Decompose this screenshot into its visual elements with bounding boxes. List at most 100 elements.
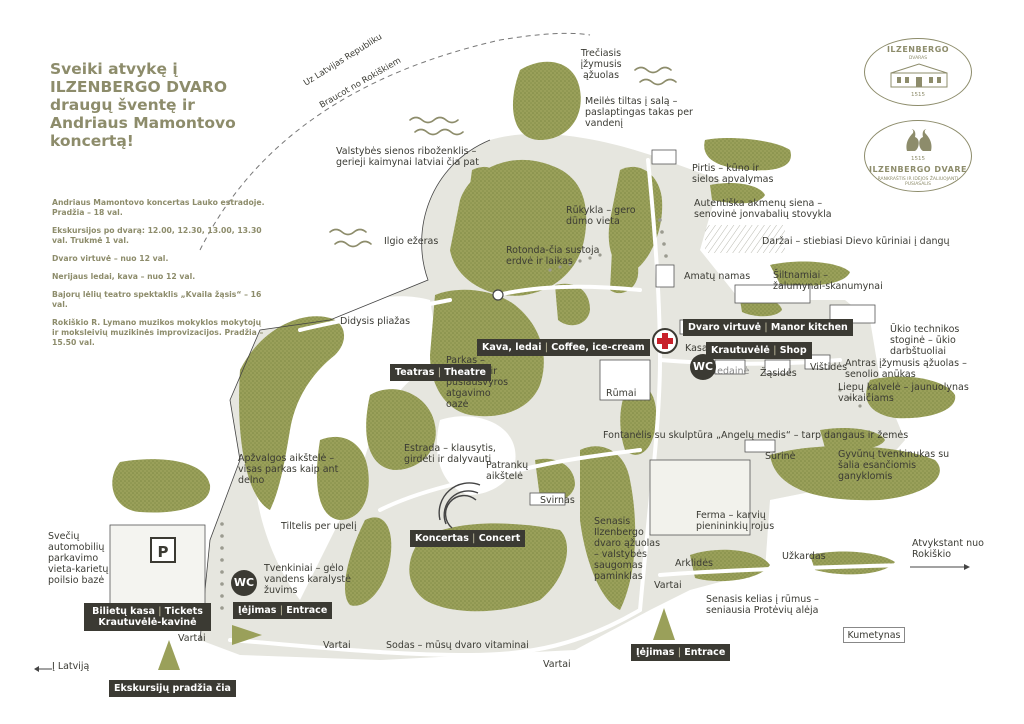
tag-concert-lt: Koncertas: [415, 533, 469, 544]
label-senasis-kelias: Senasis kelias į rūmus – seniausia Protė…: [706, 594, 819, 616]
label-vartai-s2: Vartai: [543, 659, 571, 670]
label-ukio: Ūkio technikos stoginė – ūkio darbštuoli…: [890, 324, 960, 357]
rotonda-marker: [492, 289, 504, 301]
building-surine: [744, 439, 776, 453]
building-amatu: [655, 264, 675, 288]
label-liepu: Liepų kalvelė – jaunuolynas vaikaičiams: [838, 382, 969, 404]
tag-entrance-south-lt: Įėjimas: [636, 647, 675, 658]
green-se-strip: [580, 446, 636, 610]
info-theatre: Bajorų lėlių teatro spektaklis „Kvaila ž…: [52, 290, 262, 309]
label-zasides: Žąsidės: [760, 368, 797, 379]
tag-shop-en: Shop: [779, 345, 807, 356]
label-latvija: Į Latviją: [52, 661, 90, 672]
green-west-low: [316, 436, 369, 520]
building-siltnamiai: [734, 284, 811, 304]
logo-manor-brand: ILZENBERGO: [886, 45, 950, 54]
label-estrada: Estrada – klausytis, girdėti ir dalyvaut…: [404, 443, 496, 465]
logo-manor: ILZENBERGO DVARAS 1515: [864, 38, 972, 106]
path-se: [658, 563, 907, 577]
tag-kitchen[interactable]: Dvaro virtuvė | Manor kitchen: [683, 319, 853, 336]
paths: [228, 158, 907, 658]
green-e1: [704, 138, 791, 171]
green-south-left: [345, 517, 392, 606]
tag-shop[interactable]: Krautuvėlė | Shop: [706, 342, 812, 359]
event-info: Andriaus Mamontovo koncertas Lauko estra…: [52, 198, 267, 356]
path-estrada: [378, 448, 642, 512]
label-surine: Sūrinė: [765, 451, 796, 462]
label-ferma: Ferma – karvių pienininkių rojus: [696, 510, 775, 532]
green-island: [512, 61, 581, 140]
arrow-rokiskis-icon: [910, 564, 970, 570]
logo-geese-sub: RANKRAŠTIS IR IDĖJOS ŽALIUOJANTI PUSIASA…: [877, 177, 959, 187]
label-rumai: Rūmai: [606, 388, 637, 399]
logo-geese-brand: ILZENBERGO DVARE: [868, 165, 967, 174]
info-tours: Ekskursijos po dvarą: 12.00, 12.30, 13.0…: [52, 226, 262, 245]
label-kasa: Kasa: [685, 343, 708, 354]
info-kitchen: Dvaro virtuvė – nuo 12 val.: [52, 254, 169, 263]
label-darzai: Daržai – stiebiasi Dievo kūriniai į dang…: [762, 236, 950, 247]
green-ganyklos: [770, 445, 940, 501]
building-zasides: [764, 359, 791, 375]
first-aid-icon: [652, 328, 678, 354]
label-akmenu: Autentiška akmenų siena – senovinė jonva…: [694, 198, 832, 220]
green-rukykla-s: [555, 283, 590, 326]
geese-icon: [906, 129, 932, 151]
green-e-mid: [820, 428, 885, 450]
label-vartai-w: Vartai: [178, 633, 206, 644]
label-vartai-s: Vartai: [323, 640, 351, 651]
tag-tour-start[interactable]: Ekskursijų pradžia čia: [109, 680, 236, 697]
wc-icon-center: WC: [690, 354, 716, 380]
estate-outline: [199, 139, 491, 641]
building-svirnas: [529, 492, 566, 506]
tag-entrance-west[interactable]: Įėjimas | Entrace: [233, 602, 333, 619]
green-gyvunu: [866, 376, 956, 419]
green-e-small: [610, 248, 639, 294]
label-amatu: Amatų namas: [684, 271, 751, 282]
green-ne-strip: [608, 166, 663, 271]
wave-marks: [329, 66, 677, 248]
page-title: Sveiki atvykę į ILZENBERGO DVARO draugų …: [50, 60, 236, 150]
logo-manor-sub: DVARAS: [908, 56, 928, 61]
label-patranku: Patrankų aikštelė: [486, 460, 529, 482]
label-sodas: Sodas – mūsų dvaro vitaminai: [386, 640, 529, 651]
label-arklides: Arklidės: [675, 558, 714, 569]
green-west: [239, 316, 345, 510]
path-rotonda: [496, 284, 642, 297]
tag-theatre[interactable]: Teatras | Theatre: [390, 364, 491, 381]
tag-tickets[interactable]: Bilietų kasa | Tickets Krautuvėlė-kavinė: [84, 603, 211, 631]
tag-theatre-en: Theatre: [444, 367, 486, 378]
logo-geese-year: 1515: [911, 156, 925, 162]
tag-entrance-south[interactable]: Įėjimas | Entrace: [631, 644, 731, 661]
label-kumetynas: Kumetynas: [843, 627, 905, 643]
label-apzvalgos: Apžvalgos aikštelė – visas parkas kaip a…: [238, 453, 339, 486]
label-antras: Antras įžymusis ąžuolas – senolio anūkas: [845, 358, 967, 380]
estrada-amphitheater: [438, 482, 481, 529]
tag-shop-lt: Krautuvėlė: [711, 345, 770, 356]
green-mid-left: [366, 389, 436, 470]
info-concert: Andriaus Mamontovo koncertas Lauko estra…: [52, 198, 265, 217]
path-west: [298, 298, 452, 332]
tag-tickets-lt: Bilietų kasa: [92, 606, 155, 617]
tag-coffee[interactable]: Kava, ledai | Coffee, ice-cream: [477, 339, 650, 356]
tag-entrance-south-en: Entrace: [684, 647, 726, 658]
label-tvenkiniai: Tvenkiniai – gėlo vandens karalystė žuvi…: [264, 563, 351, 596]
tag-tickets-shop: Krautuvėlė-kavinė: [98, 617, 197, 628]
label-vistides: Vištidės: [810, 362, 848, 373]
info-icecream: Nerijaus ledai, kava – nuo 12 val.: [52, 272, 196, 281]
label-pirtis: Pirtis – kūno ir sielos apvalymas: [692, 163, 774, 185]
label-gyvunu: Gyvūnų tvenkinukas su šalia esančiomis g…: [838, 449, 950, 482]
tag-coffee-lt: Kava, ledai: [482, 342, 542, 353]
alley-dots: [220, 218, 862, 610]
green-rumai-right: [620, 384, 657, 455]
manor-house-icon: [890, 63, 948, 88]
building-pirtis: [651, 149, 677, 165]
tag-concert[interactable]: Koncertas | Concert: [410, 530, 526, 547]
label-rotonda: Rotonda-čia sustoja erdvė ir laikas: [506, 245, 600, 267]
logo-geese: 1515 ILZENBERGO DVARE RANKRAŠTIS IR IDĖJ…: [864, 120, 972, 192]
building-rumai: [599, 359, 651, 401]
label-rukykla: Rūkykla – gero dūmo vieta: [566, 205, 636, 227]
tag-coffee-en: Coffee, ice-cream: [551, 342, 645, 353]
label-sveciu: Svečių automobilių parkavimo vieta-karie…: [48, 531, 109, 586]
tag-tickets-en: Tickets: [164, 606, 203, 617]
